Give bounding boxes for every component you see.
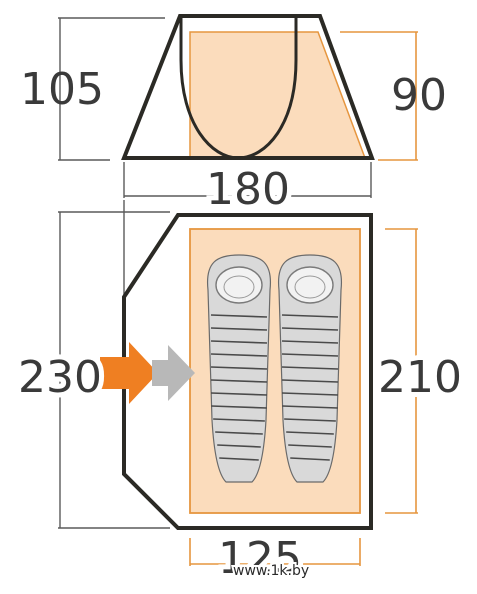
sleeping-bags xyxy=(206,254,343,483)
sleeping-bag-baffle xyxy=(210,314,268,318)
fly-sheet-side xyxy=(121,14,375,160)
sleeping-bag-baffle xyxy=(288,444,332,448)
door-arch xyxy=(179,18,298,160)
sleeping-bag-baffle xyxy=(281,379,339,383)
sleeping-bag-baffle xyxy=(290,457,330,461)
sleeping-bag-hood-opening xyxy=(294,275,326,299)
sleeping-bag-baffle xyxy=(284,418,336,422)
sleeping-bag-baffle xyxy=(210,340,268,344)
sleeping-bag-baffle xyxy=(281,366,339,370)
label-230: 230 xyxy=(18,352,102,403)
entry-arrow-grey xyxy=(152,345,195,401)
sleeping-bag-baffle xyxy=(210,327,268,331)
sleeping-bag-baffle xyxy=(281,340,339,344)
sleeping-bag-baffle xyxy=(281,314,339,318)
sleeping-bag-hood-opening xyxy=(223,275,255,299)
label-90: 90 xyxy=(391,70,447,121)
sleeping-bag-baffle xyxy=(210,379,268,383)
side-view: 105 90 180 xyxy=(20,14,447,220)
sleeping-bag-baffle xyxy=(281,353,339,357)
inner-tent-side xyxy=(189,31,367,159)
sleeping-bag-baffle xyxy=(210,353,268,357)
watermark: www.1k.by xyxy=(233,563,309,579)
sleeping-bag-baffle xyxy=(282,405,338,409)
sleeping-bag xyxy=(206,254,272,483)
sleeping-bag-baffle xyxy=(219,457,259,461)
sleeping-bag-baffle xyxy=(213,418,265,422)
floor-plan: 230 210 125 www.1k.by xyxy=(13,200,467,589)
label-125: 125 xyxy=(218,533,302,584)
sleeping-bag-baffle xyxy=(281,327,339,331)
sleeping-bag-baffle xyxy=(210,366,268,370)
label-105: 105 xyxy=(20,64,104,115)
sleeping-bag-baffle xyxy=(281,392,339,396)
entry-arrow-orange xyxy=(100,342,158,404)
sleeping-bag-baffle xyxy=(217,444,261,448)
sleeping-bag-baffle xyxy=(215,431,263,435)
sleeping-bag-baffle xyxy=(286,431,334,435)
sleeping-bag-baffle xyxy=(211,405,267,409)
label-210: 210 xyxy=(378,352,462,403)
sleeping-bag-baffle xyxy=(210,392,268,396)
label-180: 180 xyxy=(206,164,290,215)
sleeping-bag xyxy=(277,254,343,483)
